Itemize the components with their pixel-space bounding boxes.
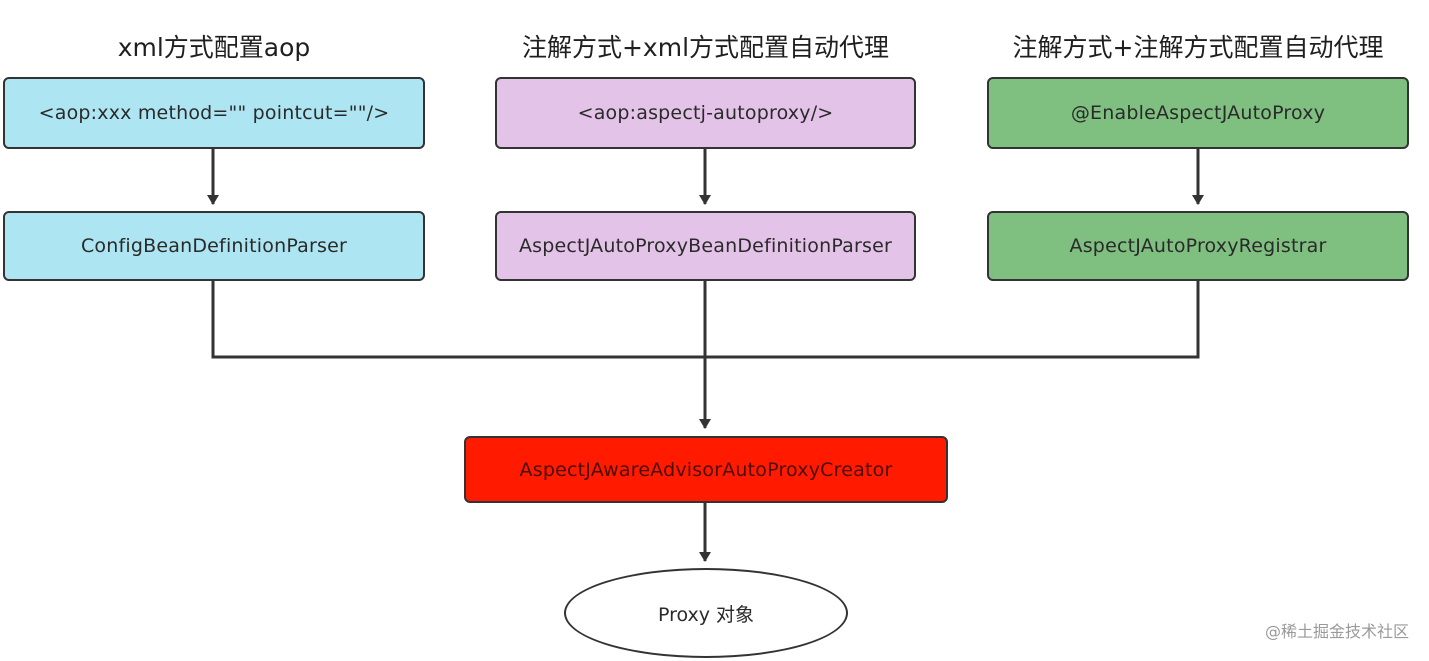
parser-box-aspectj-autoproxy-registrar: AspectJAutoProxyRegistrar: [987, 211, 1409, 281]
source-box-aspectj-autoproxy: <aop:aspectj-autoproxy/>: [495, 77, 916, 149]
heading-annotation-annotation-autoproxy: 注解方式+注解方式配置自动代理: [1012, 33, 1384, 62]
heading-annotation-xml-autoproxy: 注解方式+xml方式配置自动代理: [521, 33, 890, 62]
source-box-xml-aop: <aop:xxx method="" pointcut=""/>: [3, 77, 425, 149]
parser-box-config-bean-definition-parser: ConfigBeanDefinitionParser: [3, 211, 425, 281]
source-box-enable-aspectj-autoproxy: @EnableAspectJAutoProxy: [987, 77, 1409, 149]
heading-xml-aop: xml方式配置aop: [117, 33, 311, 62]
merge-line-col1: [211, 280, 705, 359]
merge-line-col3: [705, 280, 1200, 359]
creator-box: AspectJAwareAdvisorAutoProxyCreator: [464, 436, 948, 503]
watermark-text: @稀土掘金技术社区: [1264, 622, 1409, 641]
proxy-object-ellipse: Proxy 对象: [564, 568, 848, 658]
parser-box-aspectj-autoproxy-bean-definition-parser: AspectJAutoProxyBeanDefinitionParser: [495, 211, 916, 281]
